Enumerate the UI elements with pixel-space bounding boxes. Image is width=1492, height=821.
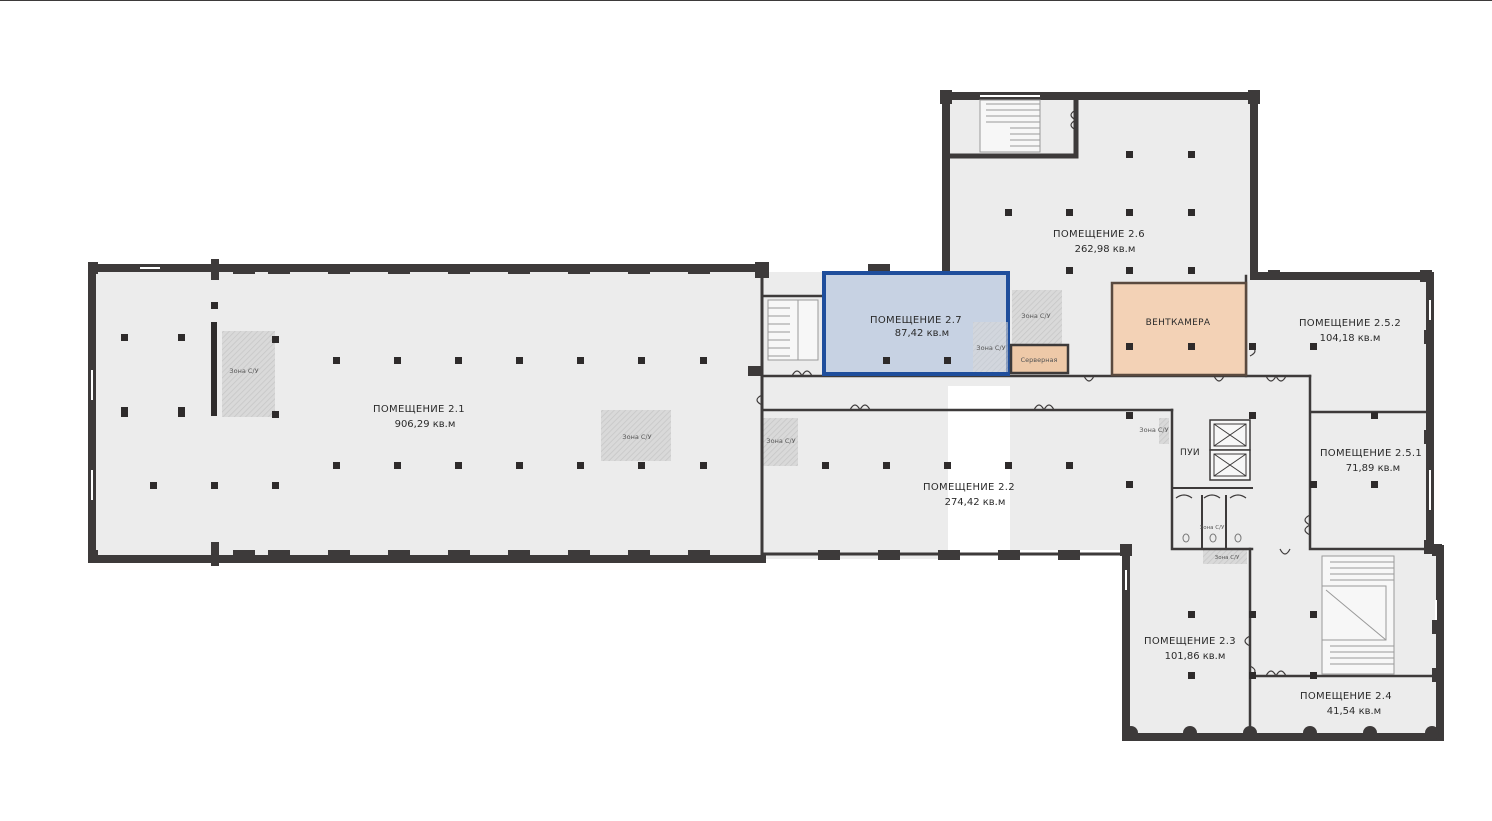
room-2-5-2-name: ПОМЕЩЕНИЕ 2.5.2 — [1299, 318, 1401, 329]
room-2-5-1-name: ПОМЕЩЕНИЕ 2.5.1 — [1320, 448, 1422, 459]
room-2-1-name: ПОМЕЩЕНИЕ 2.1 — [373, 404, 465, 415]
wc-zones — [222, 290, 1247, 564]
doors — [756, 109, 1311, 677]
room-2-6-area: 262,98 кв.м — [1075, 244, 1136, 255]
windows — [91, 95, 1437, 620]
stairs — [767, 99, 1395, 675]
room-2-1-area: 906,29 кв.м — [395, 419, 456, 430]
wc-zone-label: Зона С/У — [1215, 555, 1240, 561]
wc-zone-label: Зона С/У — [976, 344, 1005, 352]
vent-chamber-label: ВЕНТКАМЕРА — [1146, 318, 1211, 328]
room-2-5-2-area: 104,18 кв.м — [1320, 333, 1381, 344]
toilet-fixtures — [1182, 533, 1242, 543]
wc-zone-label: Зона С/У — [1021, 312, 1050, 320]
vent-chamber[interactable] — [1110, 281, 1248, 377]
room-2-4-name: ПОМЕЩЕНИЕ 2.4 — [1300, 691, 1392, 702]
wc-zone-label: Зона С/У — [622, 433, 651, 441]
room-2-6-name: ПОМЕЩЕНИЕ 2.6 — [1053, 229, 1145, 240]
server-room[interactable] — [1009, 343, 1070, 375]
wc-zone-label: Зона С/У — [1139, 426, 1168, 434]
room-2-3-name: ПОМЕЩЕНИЕ 2.3 — [1144, 636, 1236, 647]
columns — [121, 151, 1378, 679]
elevators — [1209, 419, 1251, 481]
wc-zone-label: Зона С/У — [229, 367, 258, 375]
room-2-3-area: 101,86 кв.м — [1165, 651, 1226, 662]
room-2-7-area: 87,42 кв.м — [895, 328, 949, 339]
room-2-5-1-area: 71,89 кв.м — [1346, 463, 1400, 474]
room-2-2-name: ПОМЕЩЕНИЕ 2.2 — [923, 482, 1015, 493]
wc-zone-label: Зона С/У — [1200, 525, 1225, 531]
wall-pillars — [88, 90, 1442, 740]
room-2-2-area: 274,42 кв.м — [945, 497, 1006, 508]
room-2-7-name: ПОМЕЩЕНИЕ 2.7 — [870, 315, 962, 326]
server-room-label: Серверная — [1021, 356, 1058, 364]
wc-zone-2-7 — [973, 322, 1008, 372]
wc-zone-label: Зона С/У — [766, 437, 795, 445]
pui-label: ПУИ — [1180, 448, 1200, 458]
room-labels: ПОМЕЩЕНИЕ 2.1 906,29 кв.м ПОМЕЩЕНИЕ 2.2 … — [229, 229, 1422, 717]
room-2-4-area: 41,54 кв.м — [1327, 706, 1381, 717]
